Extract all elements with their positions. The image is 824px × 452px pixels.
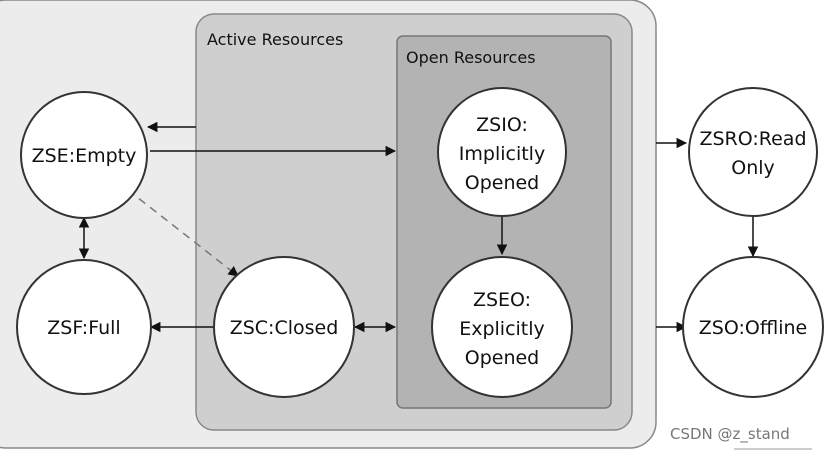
state-implicit-label-3: Opened [465, 172, 540, 194]
state-offline-label: ZSO:Offline [699, 317, 807, 339]
state-offline [682, 256, 824, 398]
state-readonly-label-2: Only [731, 157, 775, 179]
state-implicit-label-1: ZSIO: [476, 114, 528, 136]
active-resources-label: Active Resources [207, 30, 343, 49]
state-full-label: ZSF:Full [47, 317, 120, 339]
state-explicit [431, 256, 573, 398]
state-readonly [688, 87, 818, 217]
state-closed-label: ZSC:Closed [230, 317, 339, 339]
state-implicit-label-2: Implicitly [459, 143, 545, 165]
state-explicit-label-3: Opened [465, 347, 540, 369]
open-resources-label: Open Resources [406, 48, 536, 67]
state-implicit [437, 87, 567, 217]
state-explicit-label-2: Explicitly [459, 318, 545, 340]
state-empty-label: ZSE:Empty [32, 145, 137, 167]
watermark: CSDN @z_stand [670, 425, 790, 444]
state-closed [213, 256, 355, 398]
state-explicit-label-1: ZSEO: [473, 289, 531, 311]
state-full [16, 259, 152, 395]
arrow-empty-to-closed [127, 189, 239, 277]
state-empty [20, 91, 148, 219]
state-readonly-label-1: ZSRO:Read [699, 128, 806, 150]
